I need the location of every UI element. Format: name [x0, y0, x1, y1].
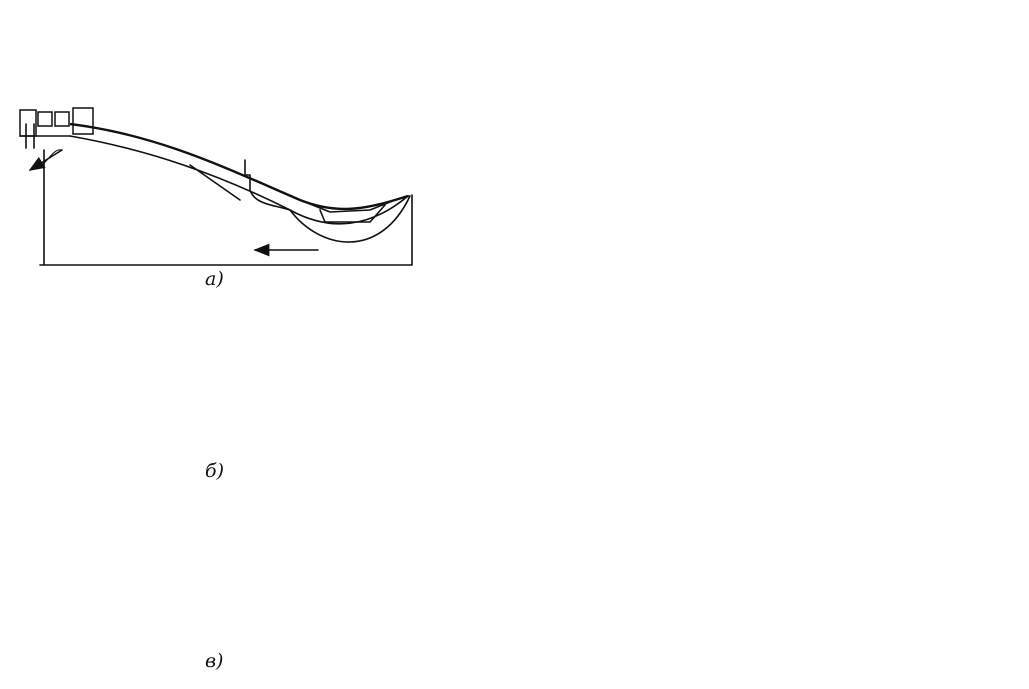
figure-label-v: в): [205, 650, 224, 672]
figure-label-b: б): [205, 460, 225, 482]
figure-label-a: а): [205, 268, 224, 290]
crest-gate-a: [19, 107, 94, 149]
section-a: [19, 107, 413, 266]
